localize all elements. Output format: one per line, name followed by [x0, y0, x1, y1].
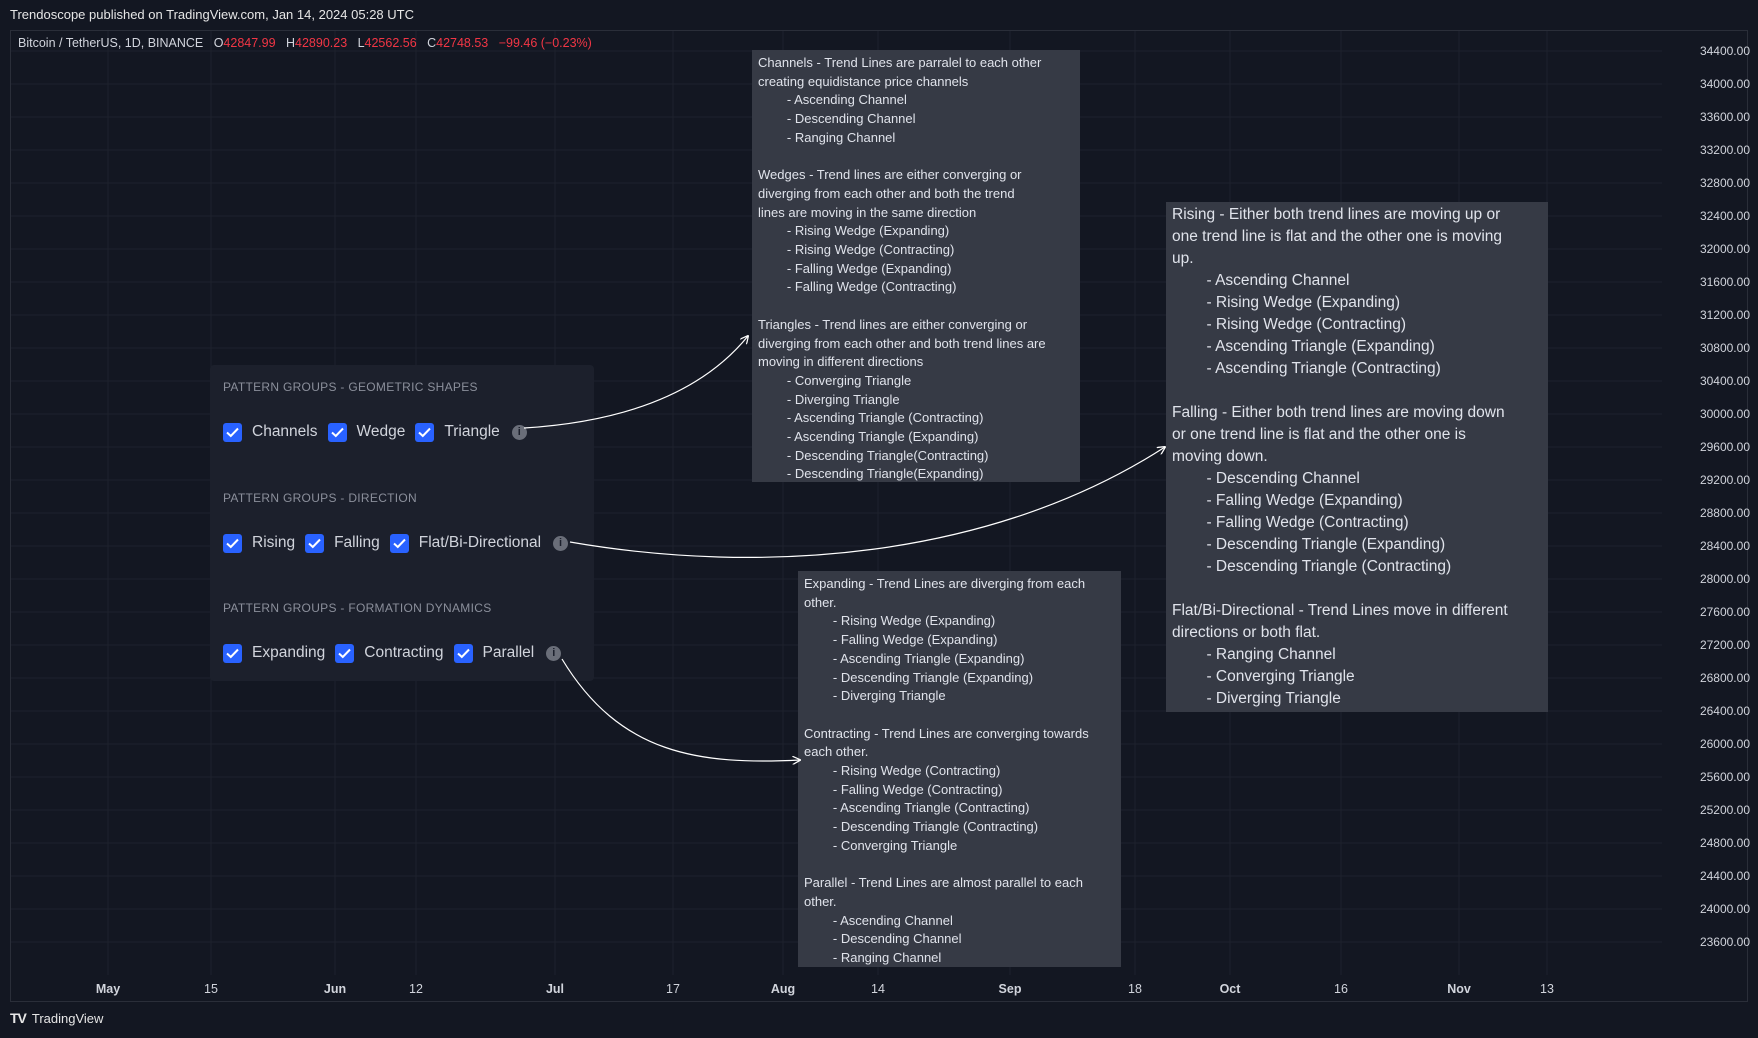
option-flat-bidirectional[interactable]: Flat/Bi-Directional [389, 533, 542, 553]
time-tick-label: Sep [998, 982, 1022, 996]
price-tick-label: 34000.00 [1699, 77, 1750, 91]
close-value: 42748.53 [436, 36, 489, 50]
pattern-groups-panel: PATTERN GROUPS - GEOMETRIC SHAPES Channe… [210, 365, 594, 681]
info-icon[interactable]: i [546, 645, 562, 661]
open-label: O [213, 36, 224, 50]
option-label: Flat/Bi-Directional [418, 534, 542, 551]
change-value: −99.46 (−0.23%) [498, 36, 592, 50]
time-tick-label: Aug [770, 982, 796, 996]
brand-name: TradingView [31, 1010, 104, 1026]
option-label: Expanding [252, 644, 326, 661]
time-tick-label: May [95, 982, 121, 996]
low-value: 42562.56 [364, 36, 417, 50]
option-label: Falling [334, 534, 380, 551]
price-tick-label: 28000.00 [1699, 572, 1750, 586]
tradingview-logo-icon: TV [10, 1010, 27, 1026]
option-falling[interactable]: Falling [305, 533, 380, 553]
info-icon[interactable]: i [553, 535, 569, 551]
price-tick-label: 33600.00 [1699, 110, 1750, 124]
open-value: 42847.99 [223, 36, 276, 50]
direction-options: Rising Falling Flat/Bi-Directional i [223, 532, 569, 554]
check-icon[interactable] [389, 533, 409, 553]
note-formation-dynamics[interactable]: Expanding - Trend Lines are diverging fr… [798, 571, 1121, 967]
time-tick-label: 13 [1540, 982, 1554, 996]
time-tick-label: Nov [1447, 982, 1471, 996]
price-tick-label: 30800.00 [1699, 341, 1750, 355]
publish-header: Trendoscope published on TradingView.com… [0, 0, 1758, 30]
price-tick-label: 26800.00 [1699, 671, 1750, 685]
time-tick-label: 15 [204, 982, 218, 996]
time-tick-label: 18 [1128, 982, 1142, 996]
price-tick-label: 30000.00 [1699, 407, 1750, 421]
time-tick-label: 12 [409, 982, 423, 996]
option-label: Channels [252, 423, 318, 440]
price-tick-label: 28800.00 [1699, 506, 1750, 520]
price-tick-label: 28400.00 [1699, 539, 1750, 553]
time-tick-label: Oct [1219, 982, 1241, 996]
option-wedge[interactable]: Wedge [327, 422, 406, 442]
price-tick-label: 24400.00 [1699, 869, 1750, 883]
option-label: Parallel [482, 644, 535, 661]
price-tick-label: 24800.00 [1699, 836, 1750, 850]
publish-text: Trendoscope published on TradingView.com… [10, 7, 414, 22]
option-label: Triangle [444, 423, 500, 440]
note-geometric-shapes[interactable]: Channels - Trend Lines are parralel to e… [752, 50, 1080, 482]
check-icon[interactable] [415, 422, 435, 442]
option-rising[interactable]: Rising [223, 533, 296, 553]
price-tick-label: 32400.00 [1699, 209, 1750, 223]
price-tick-label: 30400.00 [1699, 374, 1750, 388]
option-channels[interactable]: Channels [223, 422, 318, 442]
price-axis[interactable]: 34400.00 34000.00 33600.00 33200.00 32800.00… [1670, 0, 1750, 990]
option-label: Rising [252, 534, 296, 551]
group-title-geometric: PATTERN GROUPS - GEOMETRIC SHAPES [223, 380, 478, 394]
time-tick-label: 17 [666, 982, 680, 996]
price-tick-label: 32800.00 [1699, 176, 1750, 190]
symbol-name: Bitcoin / TetherUS, 1D, BINANCE [18, 36, 204, 50]
check-icon[interactable] [223, 422, 242, 442]
price-tick-label: 26400.00 [1699, 704, 1750, 718]
price-tick-label: 33200.00 [1699, 143, 1750, 157]
check-icon[interactable] [223, 643, 242, 663]
check-icon[interactable] [223, 533, 242, 553]
info-icon[interactable]: i [511, 424, 527, 440]
low-label: L [357, 36, 365, 50]
group-title-dynamics: PATTERN GROUPS - FORMATION DYNAMICS [223, 601, 492, 615]
close-label: C [427, 36, 437, 50]
group-title-direction: PATTERN GROUPS - DIRECTION [223, 491, 418, 505]
option-triangle[interactable]: Triangle [415, 422, 500, 442]
symbol-legend[interactable]: Bitcoin / TetherUS, 1D, BINANCE O42847.9… [18, 36, 592, 50]
geometric-options: Channels Wedge Triangle i [223, 421, 527, 443]
price-tick-label: 34400.00 [1699, 44, 1750, 58]
high-value: 42890.23 [295, 36, 348, 50]
price-tick-label: 24000.00 [1699, 902, 1750, 916]
check-icon[interactable] [335, 643, 355, 663]
price-tick-label: 27600.00 [1699, 605, 1750, 619]
time-tick-label: Jun [323, 982, 347, 996]
check-icon[interactable] [327, 422, 347, 442]
check-icon[interactable] [453, 643, 473, 663]
price-tick-label: 31200.00 [1699, 308, 1750, 322]
price-tick-label: 29200.00 [1699, 473, 1750, 487]
price-tick-label: 32000.00 [1699, 242, 1750, 256]
footer-brand[interactable]: TV TradingView [10, 1010, 103, 1026]
check-icon[interactable] [305, 533, 325, 553]
option-contracting[interactable]: Contracting [335, 643, 444, 663]
option-label: Contracting [364, 644, 444, 661]
option-parallel[interactable]: Parallel [453, 643, 535, 663]
note-direction[interactable]: Rising - Either both trend lines are mov… [1166, 202, 1548, 712]
price-tick-label: 25600.00 [1699, 770, 1750, 784]
option-expanding[interactable]: Expanding [223, 643, 326, 663]
dynamics-options: Expanding Contracting Parallel i [223, 642, 562, 664]
time-tick-label: Jul [545, 982, 565, 996]
high-label: H [285, 36, 296, 50]
time-tick-label: 14 [871, 982, 885, 996]
time-tick-label: 16 [1334, 982, 1348, 996]
price-tick-label: 25200.00 [1699, 803, 1750, 817]
price-tick-label: 31600.00 [1699, 275, 1750, 289]
price-tick-label: 23600.00 [1699, 935, 1750, 949]
option-label: Wedge [356, 423, 406, 440]
price-tick-label: 29600.00 [1699, 440, 1750, 454]
price-tick-label: 27200.00 [1699, 638, 1750, 652]
price-tick-label: 26000.00 [1699, 737, 1750, 751]
